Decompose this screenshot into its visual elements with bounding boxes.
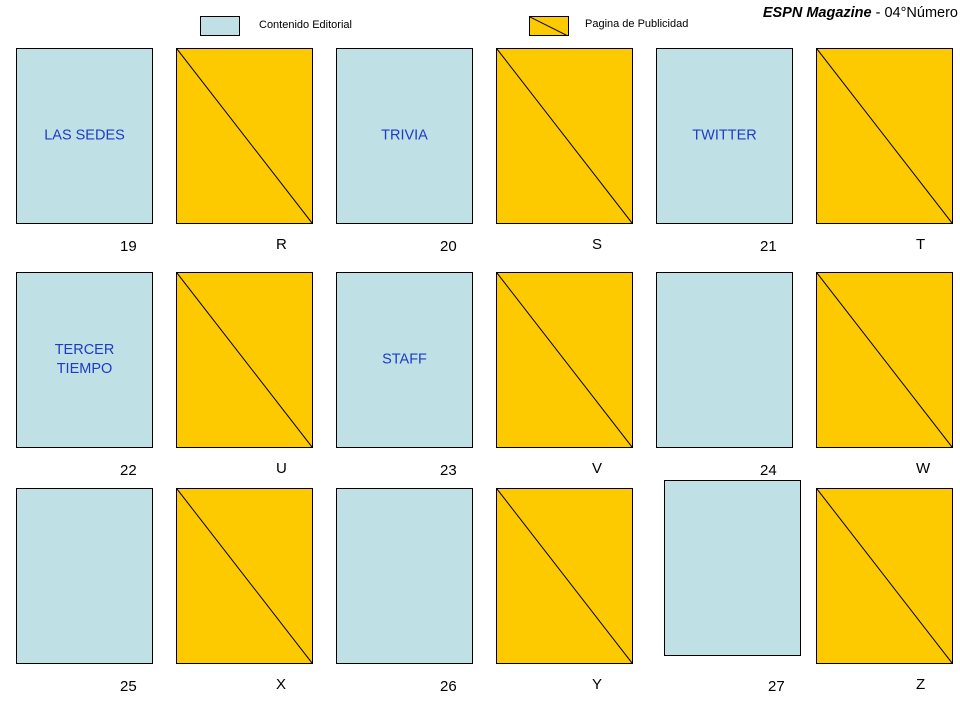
page-number: X xyxy=(276,676,287,693)
page-number: 25 xyxy=(120,678,137,695)
advertising-diagonal xyxy=(817,489,952,663)
page-number: Y xyxy=(592,676,603,693)
page-section-label: TRIVIA xyxy=(381,127,428,144)
page-number: 20 xyxy=(440,238,457,255)
advertising-page xyxy=(816,272,953,448)
page-number: 24 xyxy=(760,462,777,479)
page-number: W xyxy=(916,460,931,477)
advertising-diagonal xyxy=(817,273,952,447)
advertising-page xyxy=(176,48,313,224)
advertising-diagonal xyxy=(177,49,312,223)
advertising-diagonal xyxy=(497,49,632,223)
page-number: S xyxy=(592,236,603,253)
page-number: 26 xyxy=(440,678,457,695)
page-number: 27 xyxy=(768,678,785,695)
editorial-page: LAS SEDES xyxy=(16,48,153,224)
page-section-label: LAS SEDES xyxy=(44,127,125,144)
editorial-page: TWITTER xyxy=(656,48,793,224)
page-number: V xyxy=(592,460,603,477)
page-number: U xyxy=(276,460,287,477)
editorial-legend-swatch xyxy=(200,16,240,36)
advertising-diagonal xyxy=(817,49,952,223)
page-number: 21 xyxy=(760,238,777,255)
advertising-page xyxy=(816,488,953,664)
editorial-legend-label: Contenido Editorial xyxy=(259,19,352,31)
advertising-diagonal xyxy=(497,273,632,447)
page-number: R xyxy=(276,236,287,253)
page-number: T xyxy=(916,236,926,253)
editorial-page xyxy=(664,480,801,656)
page-section-label: STAFF xyxy=(382,351,427,368)
advertising-page xyxy=(176,272,313,448)
advertising-diagonal xyxy=(177,273,312,447)
editorial-page xyxy=(16,488,153,664)
magazine-title: ESPN Magazine - 04°Número xyxy=(763,5,958,21)
magazine-issue: - 04°Número xyxy=(871,5,958,21)
page-section-label: TERCER TIEMPO xyxy=(54,342,115,377)
page-number: 22 xyxy=(120,462,137,479)
magazine-brand: ESPN Magazine xyxy=(762,5,872,21)
advertising-page xyxy=(496,272,633,448)
editorial-page xyxy=(336,488,473,664)
page-number: 23 xyxy=(440,462,457,479)
advertising-page xyxy=(496,48,633,224)
advertising-legend-label: Pagina de Publicidad xyxy=(585,18,689,30)
editorial-page: STAFF xyxy=(336,272,473,448)
advertising-diagonal xyxy=(177,489,312,663)
editorial-page xyxy=(656,272,793,448)
editorial-page: TRIVIA xyxy=(336,48,473,224)
page-number: 19 xyxy=(120,238,137,255)
advertising-diagonal xyxy=(497,489,632,663)
page-section-label: TWITTER xyxy=(692,127,757,144)
editorial-page: TERCER TIEMPO xyxy=(16,272,153,448)
page-number: Z xyxy=(916,676,926,693)
advertising-page xyxy=(176,488,313,664)
advertising-page xyxy=(496,488,633,664)
advertising-page xyxy=(816,48,953,224)
advertising-legend-swatch xyxy=(529,16,569,36)
